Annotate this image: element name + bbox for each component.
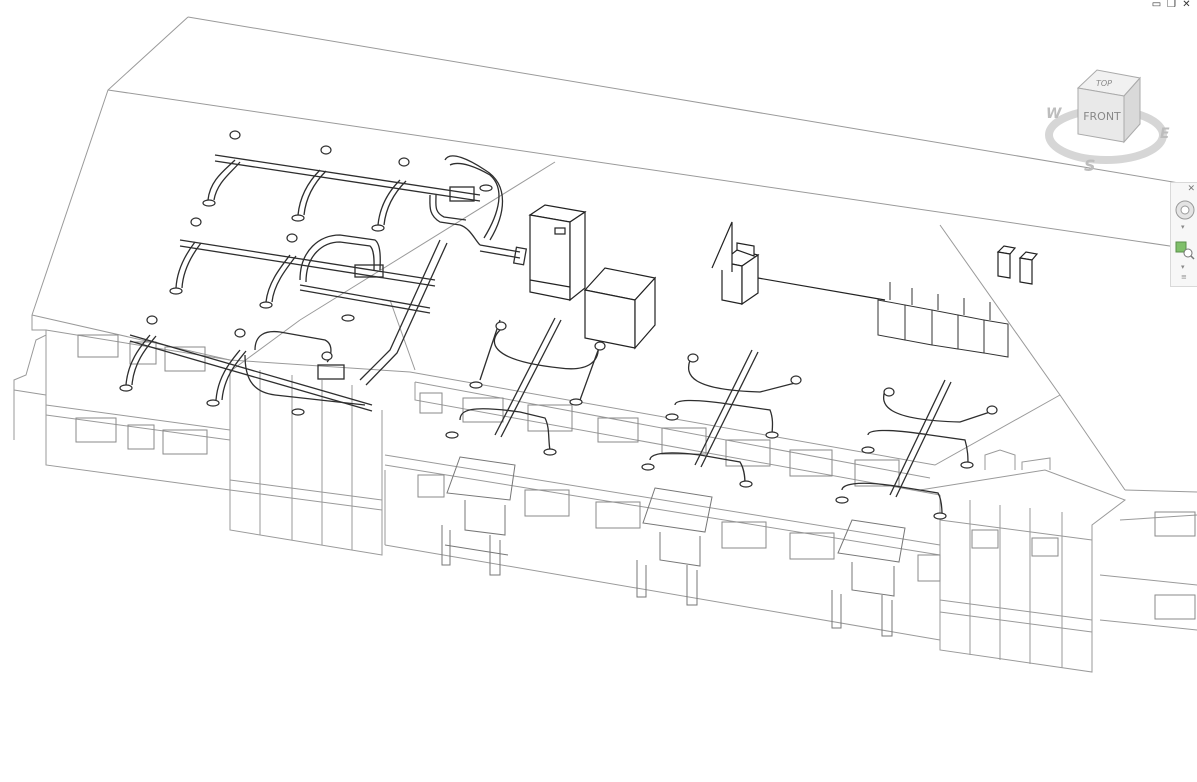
windows bbox=[75, 334, 1196, 620]
nav-bar-close-button[interactable]: ✕ bbox=[1187, 184, 1195, 194]
condensing-units bbox=[877, 282, 1009, 358]
compass-east-label[interactable]: E bbox=[1160, 126, 1170, 142]
air-terminals bbox=[119, 130, 998, 520]
rooftop-equipment bbox=[528, 204, 1039, 350]
ductwork bbox=[125, 154, 991, 516]
window-controls: ▭ ❐ ✕ bbox=[1150, 0, 1193, 10]
steering-wheel-icon[interactable] bbox=[1174, 199, 1196, 221]
restore-button[interactable]: ❐ bbox=[1167, 0, 1176, 10]
nav-bar-customize-button[interactable]: ≡ bbox=[1181, 273, 1187, 281]
zoom-region-icon[interactable] bbox=[1174, 239, 1196, 261]
close-button[interactable]: ✕ bbox=[1182, 0, 1191, 10]
porch-canopies bbox=[441, 456, 906, 637]
zoom-menu-arrow[interactable]: ▾ bbox=[1181, 263, 1185, 271]
viewcube-front-label[interactable]: FRONT bbox=[1083, 110, 1121, 123]
minimize-button[interactable]: ▭ bbox=[1151, 0, 1162, 10]
building-envelope bbox=[13, 16, 1197, 673]
viewcube-right-face[interactable] bbox=[1123, 76, 1141, 144]
navigation-bar: ✕ ▾ ▾ ≡ bbox=[1170, 182, 1197, 287]
viewcube-graphic: TOP FRONT bbox=[1045, 69, 1167, 164]
compass-south-label[interactable]: S bbox=[1084, 156, 1096, 175]
viewcube-top-label[interactable]: TOP bbox=[1096, 79, 1112, 88]
compass-west-label[interactable]: W bbox=[1046, 106, 1062, 122]
wheel-menu-arrow[interactable]: ▾ bbox=[1181, 223, 1185, 231]
viewcube[interactable]: TOP FRONT W E S bbox=[1040, 60, 1180, 180]
